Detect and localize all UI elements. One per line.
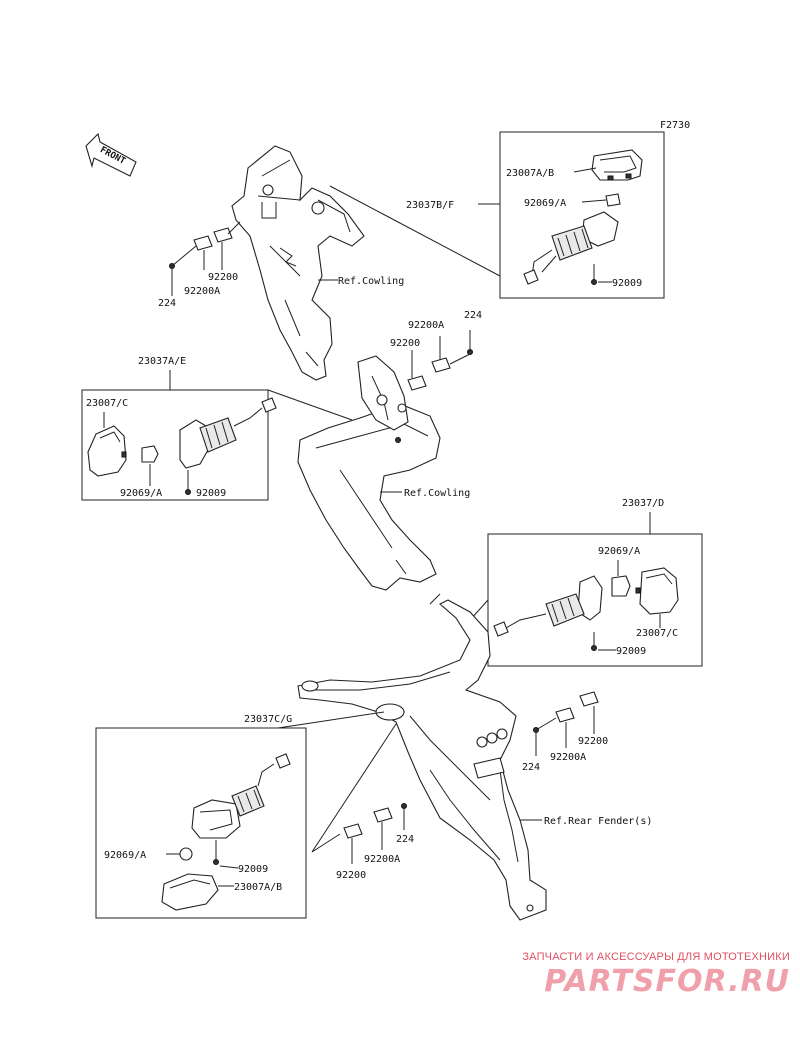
label-rl-bolt-224: 224: [396, 834, 414, 845]
label-left-screw: 92009: [196, 488, 226, 499]
middle-cowling: [297, 355, 441, 591]
label-right-group: 23037/D: [622, 498, 664, 509]
label-front-screw: 92009: [612, 278, 642, 289]
left-signal-housing: [179, 397, 277, 469]
label-ref-cowling-2: Ref.Cowling: [404, 488, 470, 499]
front-signal-box: [499, 131, 665, 299]
label-mid-grommet-92200a: 92200A: [408, 320, 444, 331]
right-signal-housing: [493, 575, 603, 637]
label-right-screw: 92009: [616, 646, 646, 657]
label-left-group: 23037A/E: [138, 356, 186, 367]
label-upper-grommet-92200a: 92200A: [184, 286, 220, 297]
rear-left-signal-box: [95, 727, 307, 919]
right-signal-bulb: [611, 575, 631, 597]
label-mid-grommet-92200: 92200: [390, 338, 420, 349]
label-rl-bulb: 92069/A: [104, 850, 146, 861]
label-upper-bolt-224: 224: [158, 298, 176, 309]
label-left-bulb: 92069/A: [120, 488, 162, 499]
rl-signal-housing: [191, 753, 291, 839]
right-signal-lens: [635, 567, 679, 615]
label-rear-left-group: 23037C/G: [244, 714, 292, 725]
label-front-bulb: 92069/A: [524, 198, 566, 209]
label-front-group: 23037B/F: [406, 200, 454, 211]
figure-code: F2730: [660, 120, 690, 131]
rear-left-grommets: [343, 803, 407, 864]
rl-signal-bulb: [179, 847, 193, 861]
label-rl-grommet-92200a: 92200A: [364, 854, 400, 865]
label-right-bulb: 92069/A: [598, 546, 640, 557]
label-front-lens: 23007A/B: [506, 168, 554, 179]
front-arrow-icon: FRONT: [85, 132, 137, 177]
label-rear-grommet-92200: 92200: [578, 736, 608, 747]
label-ref-cowling-1: Ref.Cowling: [338, 276, 404, 287]
watermark-tagline: ЗАПЧАСТИ И АКСЕССУАРЫ ДЛЯ МОТОТЕХНИКИ: [522, 951, 790, 963]
mid-grommets: [407, 330, 473, 391]
label-ref-rear-fender: Ref.Rear Fender(s): [544, 816, 652, 827]
label-rl-lens: 23007A/B: [234, 882, 282, 893]
front-signal-housing: [523, 211, 619, 285]
left-signal-box: [81, 389, 269, 501]
front-cowling-bracket: [231, 145, 365, 381]
label-left-lens: 23007/C: [86, 398, 128, 409]
label-rl-screw: 92009: [238, 864, 268, 875]
label-rl-grommet-92200: 92200: [336, 870, 366, 881]
label-mid-bolt-224: 224: [464, 310, 482, 321]
rear-fender: [297, 599, 547, 921]
rear-right-grommets: [533, 691, 599, 756]
label-right-lens: 23007/C: [636, 628, 678, 639]
left-signal-lens: [87, 425, 127, 477]
upper-left-grommets: [169, 221, 241, 270]
label-rear-grommet-92200a: 92200A: [550, 752, 586, 763]
rl-signal-lens: [161, 873, 219, 911]
front-signal-lens: [591, 149, 643, 181]
left-signal-bulb: [141, 445, 159, 463]
watermark-logo: PARTSFOR.RU: [544, 964, 790, 999]
front-signal-bulb: [605, 193, 621, 207]
label-upper-grommet-92200: 92200: [208, 272, 238, 283]
label-rear-bolt-224: 224: [522, 762, 540, 773]
